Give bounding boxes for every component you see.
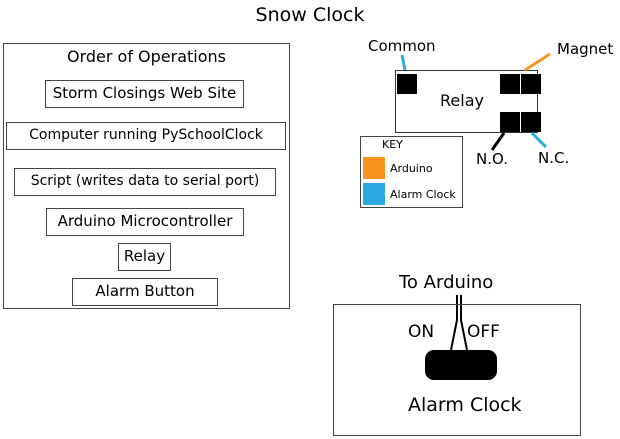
no-label: N.O. (476, 150, 508, 168)
relay-label: Relay (440, 91, 484, 110)
switch-lever-right (460, 319, 468, 351)
diagram-title: Snow Clock (255, 4, 365, 26)
switch-lever-left (450, 319, 458, 351)
switch-on-label: ON (408, 322, 435, 342)
alarm-clock-box (333, 304, 581, 436)
nc-label: N.C. (538, 149, 570, 167)
arduino-swatch (363, 157, 385, 179)
nc-pin (521, 112, 541, 132)
no-pin (500, 112, 520, 132)
magnet-pin-right (521, 74, 541, 94)
relay-box (395, 70, 538, 133)
key-alarm-clock-label: Alarm Clock (390, 188, 456, 201)
key-title: KEY (382, 138, 403, 151)
no-wire (490, 132, 506, 151)
step-alarm-button: Alarm Button (72, 278, 218, 306)
common-wire (400, 54, 407, 71)
common-pin (397, 74, 417, 94)
alarm-button (425, 350, 497, 380)
magnet-pin-left (500, 74, 520, 94)
order-of-operations-heading: Order of Operations (66, 47, 227, 66)
step-relay: Relay (118, 243, 171, 271)
legend-key (360, 136, 463, 208)
nc-wire (530, 131, 548, 149)
magnet-wire (524, 52, 551, 72)
step-script: Script (writes data to serial port) (14, 168, 276, 196)
step-computer: Computer running PySchoolClock (6, 122, 286, 150)
order-of-operations-panel (3, 43, 290, 309)
step-storm-closings: Storm Closings Web Site (45, 80, 244, 108)
alarm-clock-label: Alarm Clock (408, 394, 522, 416)
magnet-label: Magnet (557, 40, 614, 58)
switch-off-label: OFF (467, 322, 500, 342)
alarm-clock-swatch (363, 183, 385, 205)
to-arduino-label: To Arduino (399, 272, 494, 293)
key-arduino-label: Arduino (390, 162, 433, 175)
step-arduino: Arduino Microcontroller (46, 208, 244, 236)
common-label: Common (368, 37, 436, 55)
